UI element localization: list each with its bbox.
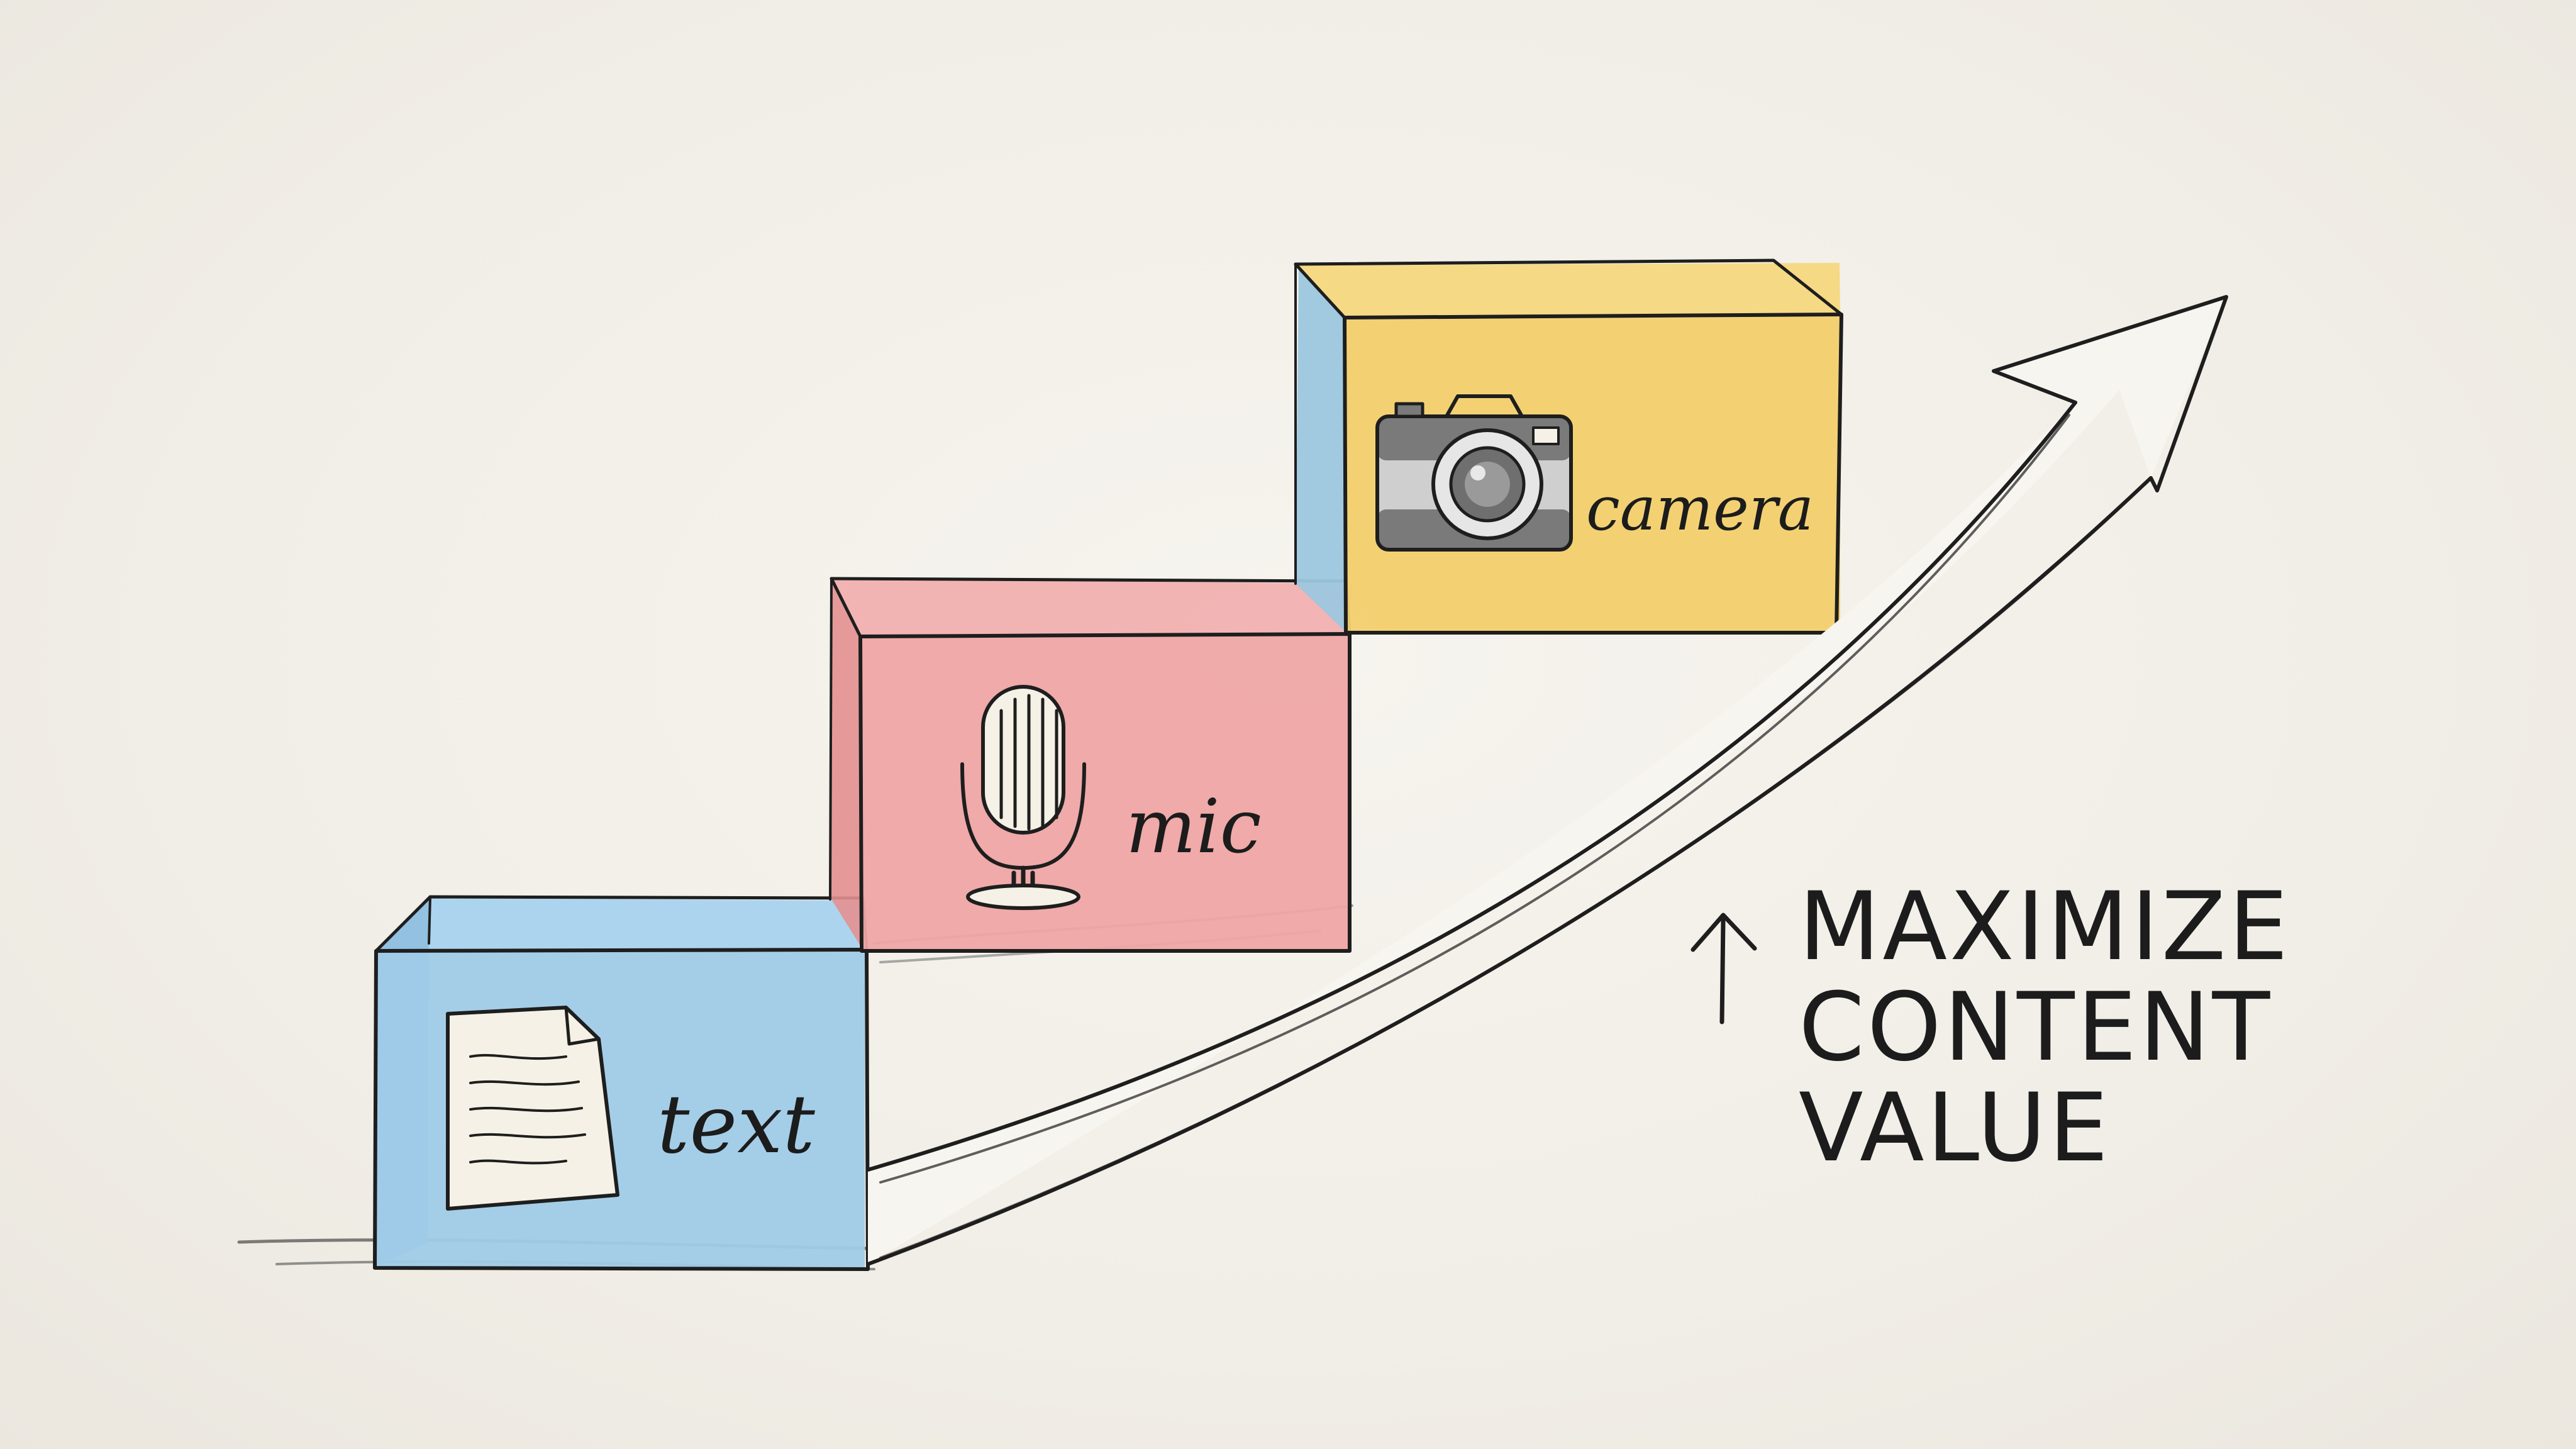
step-label-text: text	[657, 1078, 815, 1172]
box-side-face	[1296, 265, 1346, 632]
growth-arrow	[866, 295, 2228, 1266]
box-top-face	[377, 898, 865, 951]
step-label-camera: camera	[1586, 474, 1814, 544]
up-arrow-icon	[1690, 913, 1757, 1024]
maximize-note: MAXIMIZE CONTENT VALUE	[1690, 872, 2290, 1183]
microphone-icon	[960, 685, 1086, 910]
note-line-1: MAXIMIZE	[1799, 872, 2290, 982]
box-top-face	[833, 579, 1352, 636]
note-line-2: CONTENT	[1799, 973, 2272, 1082]
box-front-face	[862, 635, 1349, 950]
step-box-camera: camera	[1294, 258, 1843, 635]
document-icon	[446, 1006, 619, 1211]
box-top-face	[1299, 263, 1840, 318]
box-side-face	[831, 579, 863, 950]
step-box-text: text	[373, 895, 870, 1271]
camera-icon	[1375, 394, 1573, 552]
step-box-mic: mic	[829, 577, 1352, 953]
step-label-mic: mic	[1126, 783, 1262, 870]
note-line-3: VALUE	[1799, 1074, 2111, 1183]
